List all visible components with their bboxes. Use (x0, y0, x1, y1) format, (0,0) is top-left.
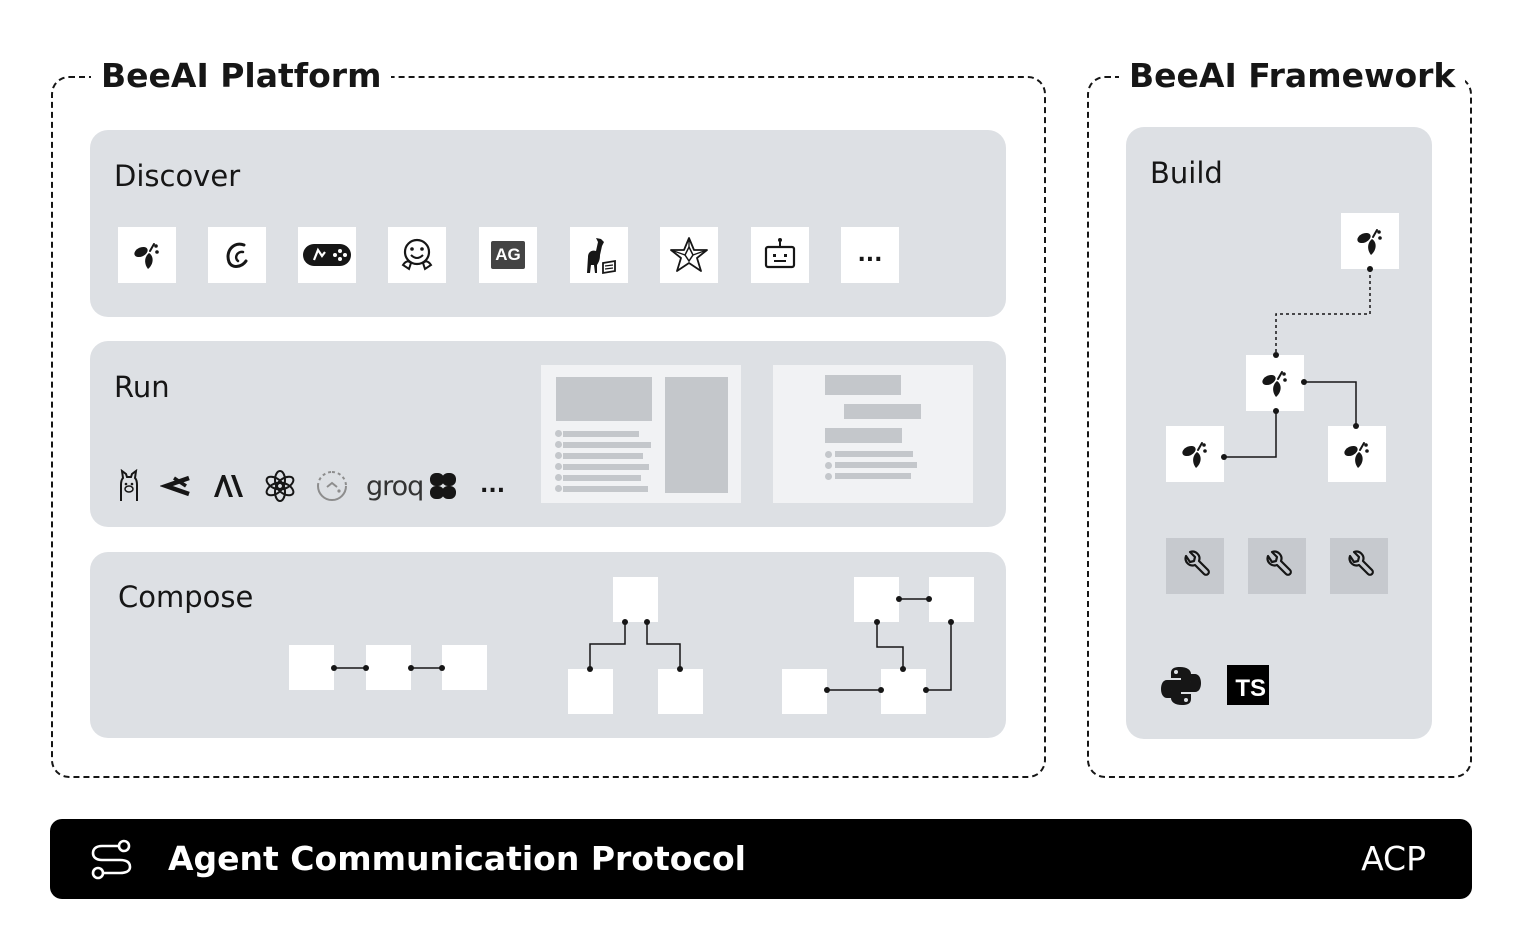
workflow-node (854, 577, 899, 622)
deepseek-icon (160, 468, 192, 504)
compose-panel: Compose (90, 552, 1006, 738)
protocol-bar: Agent Communication Protocol ACP (50, 819, 1472, 899)
chat-ui-mockup (773, 365, 973, 503)
workflow-node (613, 577, 658, 622)
groq-label: groq (366, 470, 424, 502)
discover-title: Discover (114, 159, 241, 193)
more-icon: ... (841, 227, 899, 283)
anthropic-icon (212, 468, 246, 504)
wrench-icon (1330, 538, 1388, 594)
groq-icon: groq (366, 468, 424, 504)
bee-icon (1328, 426, 1386, 482)
langchain-icon (298, 227, 356, 283)
llamaindex-icon (570, 227, 628, 283)
more-label: ... (480, 473, 506, 498)
autogen-label: AG (491, 241, 525, 269)
chat-ui-mockup (541, 365, 741, 503)
platform-title: BeeAI Platform (91, 56, 392, 96)
ollama-icon (116, 468, 142, 504)
typescript-icon: TS (1227, 665, 1269, 705)
huggingface-icon (388, 227, 446, 283)
workflow-node (442, 645, 487, 690)
protocol-title: Agent Communication Protocol (168, 839, 746, 878)
workflow-node (568, 669, 613, 714)
beeai-platform-group: BeeAI Platform (51, 56, 1046, 778)
build-title: Build (1150, 156, 1223, 190)
beeai-framework-group: BeeAI Framework (1087, 56, 1472, 778)
bee-icon (118, 227, 176, 283)
bee-icon (1166, 426, 1224, 482)
workflow-node (289, 645, 334, 690)
together-icon (428, 468, 458, 504)
more-label: ... (857, 242, 883, 267)
protocol-abbr: ACP (1361, 839, 1426, 878)
framework-title: BeeAI Framework (1119, 56, 1466, 96)
autogen-icon: AG (479, 227, 537, 283)
wrench-icon (1248, 538, 1306, 594)
openai-icon (263, 468, 297, 504)
wrench-icon (1166, 538, 1224, 594)
discover-panel: Discover (90, 130, 1006, 317)
watsonx-icon (315, 468, 349, 504)
python-icon (1161, 667, 1201, 705)
more-icon: ... (480, 468, 505, 504)
workflow-node (658, 669, 703, 714)
bee-icon (1246, 355, 1304, 411)
workflow-node (929, 577, 974, 622)
robot-icon (751, 227, 809, 283)
atomic-agents-icon (660, 227, 718, 283)
workflow-node (366, 645, 411, 690)
run-title: Run (114, 370, 170, 404)
bee-icon (1341, 213, 1399, 269)
workflow-node (881, 669, 926, 714)
protocol-icon (91, 839, 132, 880)
compose-title: Compose (118, 580, 254, 614)
crewai-icon (208, 227, 266, 283)
workflow-node (782, 669, 827, 714)
